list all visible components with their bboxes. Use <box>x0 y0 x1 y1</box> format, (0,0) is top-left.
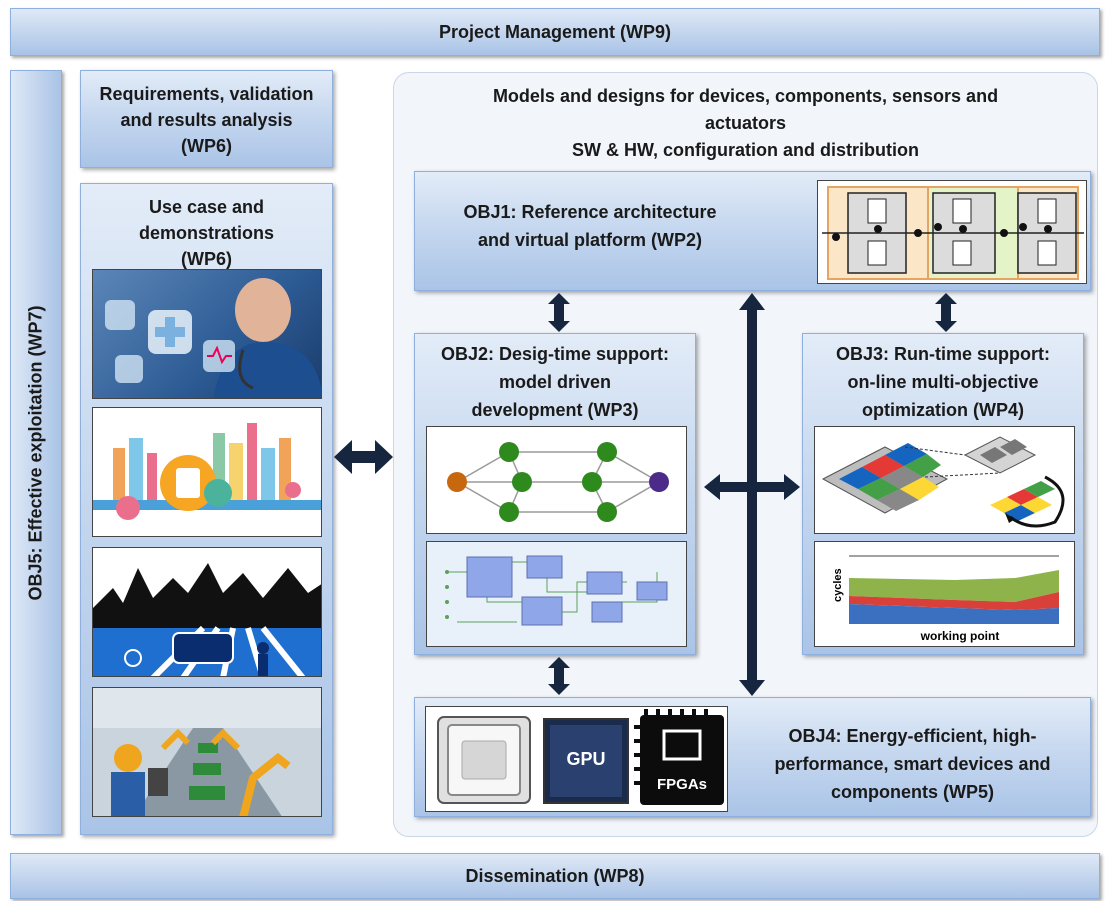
cycles-chart: cycles working point <box>814 541 1075 647</box>
transport-image <box>92 547 322 677</box>
obj1-box: OBJ1: Reference architecture and virtual… <box>414 171 1091 291</box>
graph-image <box>426 426 687 534</box>
models-line3: SW & HW, configuration and distribution <box>572 140 919 160</box>
project-management-bar: Project Management (WP9) <box>10 8 1100 56</box>
obj4-line2: performance, smart devices and <box>774 754 1051 774</box>
requirements-label: Requirements, validation and results ana… <box>99 84 314 156</box>
double-arrow-obj1-obj3-icon <box>935 293 957 332</box>
models-line2: actuators <box>704 113 787 133</box>
obj2-line1: OBJ2: Desig-time support: <box>440 344 670 364</box>
obj2-line3: development (WP3) <box>471 400 639 420</box>
requirements-box: Requirements, validation and results ana… <box>80 70 333 168</box>
factory-image <box>92 687 322 817</box>
hardware-image: GPU FPGAs <box>425 706 728 812</box>
models-line1: Models and designs for devices, componen… <box>492 86 999 106</box>
fpga-chip-label: FPGAs <box>657 776 707 793</box>
obj3-line3: optimization (WP4) <box>862 400 1024 420</box>
smart-city-image <box>92 407 322 537</box>
dissemination-bar: Dissemination (WP8) <box>10 853 1100 899</box>
double-arrow-obj2-obj4-icon <box>548 657 570 695</box>
dissemination-label: Dissemination (WP8) <box>465 865 645 886</box>
obj3-line2: on-line multi-objective <box>847 372 1039 392</box>
working-point-axis-label: working point <box>920 629 1000 643</box>
obj4-line3: components (WP5) <box>830 782 994 802</box>
use-case-box: Use case and demonstrations (WP6) <box>80 183 333 835</box>
optimization-image <box>814 426 1075 534</box>
obj1-line1: OBJ1: Reference architecture <box>463 202 717 222</box>
gpu-chip-label: GPU <box>566 749 605 769</box>
obj4-line1: OBJ4: Energy-efficient, high- <box>788 726 1037 746</box>
obj2-line2: model driven <box>498 372 612 392</box>
exploitation-bar: OBJ5: Effective exploitation (WP7) <box>10 70 62 835</box>
double-arrow-left-icon <box>334 440 393 474</box>
obj2-box: OBJ2: Desig-time support: model driven d… <box>414 333 696 655</box>
double-arrow-central-icon <box>739 293 765 696</box>
double-arrow-horizontal-icon <box>704 474 800 500</box>
obj1-line2: and virtual platform (WP2) <box>477 230 702 250</box>
model-diagram-image <box>426 541 687 647</box>
architecture-diagram-image <box>817 180 1087 284</box>
cycles-axis-label: cycles <box>832 568 844 602</box>
double-arrow-obj1-obj2-icon <box>548 293 570 332</box>
project-management-label: Project Management (WP9) <box>438 21 672 42</box>
use-case-label: Use case and demonstrations (WP6) <box>138 197 275 269</box>
healthcare-image <box>92 269 322 399</box>
obj3-line1: OBJ3: Run-time support: <box>836 344 1050 364</box>
obj3-box: OBJ3: Run-time support: on-line multi-ob… <box>802 333 1084 655</box>
obj4-box: GPU FPGAs OBJ4: Energy-efficient, high- … <box>414 697 1091 817</box>
